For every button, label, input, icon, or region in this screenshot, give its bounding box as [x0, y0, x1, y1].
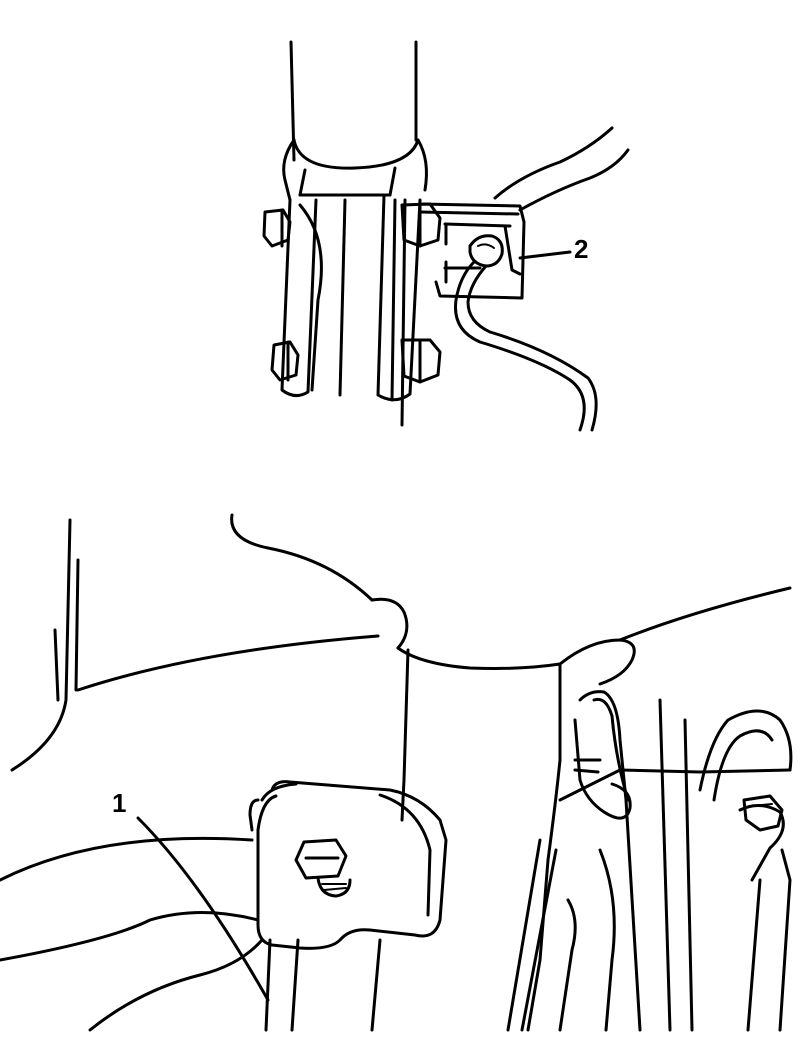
brake-hose-upper [493, 126, 614, 200]
suspension-arm [0, 836, 254, 882]
callout-2-leader [518, 250, 572, 260]
clamp-plate-right [376, 193, 422, 402]
callout-1-leader [136, 816, 270, 1002]
callout-number-2: 2 [574, 234, 589, 264]
harness-connector [742, 794, 784, 832]
strut-assembly-bottom-view [0, 513, 793, 1032]
bolt-lower-right [400, 338, 442, 384]
strut-assembly-top-view [262, 40, 630, 432]
bolt-upper-left [262, 208, 292, 248]
strut-tube-bottom-edge [292, 138, 420, 170]
cable-clip [468, 234, 504, 268]
callout-number-1: 1 [112, 788, 127, 818]
sensor-bracket [418, 202, 526, 300]
clamp-nut [294, 838, 352, 898]
strut-clamp-flare [282, 138, 296, 202]
harness-loop [698, 709, 793, 792]
upper-cowl [230, 513, 374, 602]
wiring-harness [578, 690, 642, 1032]
clamp-plate-left [280, 198, 318, 397]
clamp-bracket [248, 780, 448, 950]
bolt-lower-left [270, 340, 300, 382]
sensor-cable [454, 260, 586, 432]
body-panel-left [10, 518, 72, 772]
bolt-upper-right [400, 202, 442, 248]
